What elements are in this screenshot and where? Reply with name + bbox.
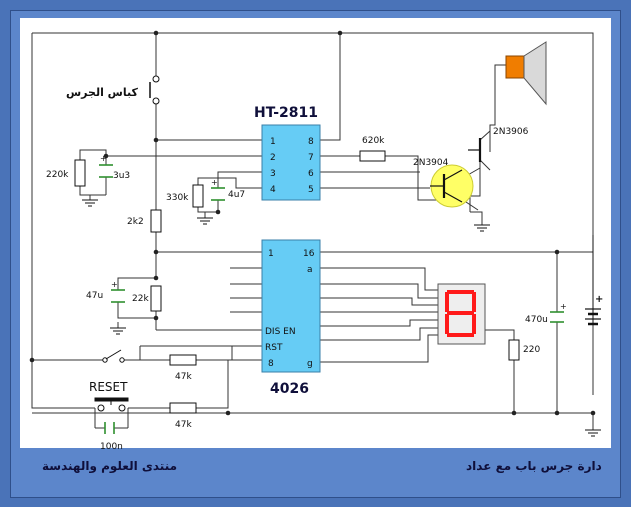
footer-right-caption: دارة جرس باب مع عداد (466, 459, 602, 473)
battery-plus: + (595, 294, 603, 305)
label-2k2: 2k2 (127, 217, 144, 227)
label-2n3904: 2N3904 (413, 158, 449, 168)
junctions (29, 30, 596, 416)
pin-labels-ht2811-left: 1 2 3 4 (270, 137, 279, 195)
label-47k-b: 47k (175, 420, 192, 430)
resistor-47k-a (169, 354, 197, 366)
label-22k: 22k (132, 294, 149, 304)
label-470u: 470u (525, 315, 548, 325)
label-620k: 620k (362, 136, 385, 146)
cd4026-chip (261, 239, 321, 373)
label-2n3906: 2N3906 (493, 127, 529, 137)
resistor-47k-b (169, 402, 197, 414)
seven-segment-display (437, 283, 486, 345)
pin-labels-4026-right: 16 a g (303, 249, 317, 369)
toggle-switch (102, 349, 125, 363)
svg-text:+: + (211, 178, 218, 187)
svg-text:+: + (111, 280, 118, 289)
schematic-board (20, 18, 611, 448)
pin-labels-4026-left: 1 DIS EN RST 8 (265, 249, 298, 369)
ht2811-chip (261, 124, 321, 201)
label-220: 220 (523, 345, 540, 355)
bell-push-button (149, 75, 160, 105)
resistors (74, 150, 520, 414)
battery (585, 235, 601, 326)
bell-switch-label: كباس الجرس (66, 86, 138, 99)
resistor-220k (74, 159, 86, 187)
resistor-220 (508, 339, 520, 361)
label-47k-a: 47k (175, 372, 192, 382)
svg-text:+: + (100, 154, 107, 163)
reset-button (94, 397, 129, 412)
cd4026-title: 4026 (270, 381, 309, 397)
label-330k: 330k (166, 193, 189, 203)
reset-label: RESET (89, 380, 128, 394)
label-3u3: 3u3 (113, 171, 130, 181)
speaker-icon (505, 41, 547, 106)
pin-labels-ht2811-right: 8 7 6 5 (308, 137, 317, 195)
label-220k: 220k (46, 170, 69, 180)
transistor-2n3906 (468, 138, 482, 162)
label-47u: 47u (86, 291, 103, 301)
resistor-330k (192, 184, 204, 208)
label-4u7: 4u7 (228, 190, 245, 200)
svg-text:+: + (560, 302, 567, 311)
capacitors (99, 164, 564, 434)
resistor-620k (359, 150, 386, 162)
label-100n: 100n (100, 442, 123, 452)
ht2811-title: HT-2811 (254, 105, 318, 121)
resistor-22k (150, 285, 162, 312)
ground-symbols (82, 199, 601, 437)
wires (31, 32, 594, 430)
footer-left-caption: منتدى العلوم والهندسة (42, 459, 178, 473)
resistor-2k2 (150, 209, 162, 233)
